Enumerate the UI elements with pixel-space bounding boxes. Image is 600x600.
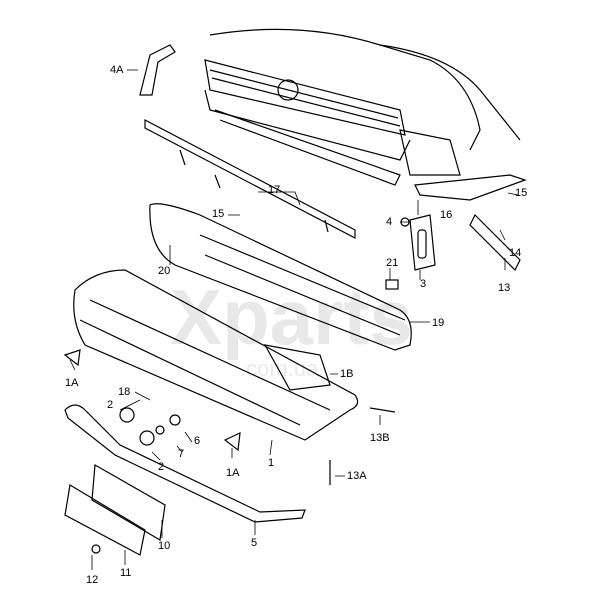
- label-4: 4: [386, 216, 393, 228]
- label-13a: 13A: [347, 470, 367, 482]
- label-1b: 1B: [340, 368, 354, 380]
- label-17: 17: [268, 184, 281, 196]
- part-1: [73, 269, 359, 441]
- label-19: 19: [432, 317, 445, 329]
- label-10: 10: [158, 540, 171, 552]
- car-front: [204, 28, 521, 186]
- label-3: 3: [420, 278, 427, 290]
- part-10: [91, 464, 166, 541]
- label-14: 14: [509, 247, 522, 259]
- label-6: 6: [194, 435, 201, 447]
- label-1a: 1A: [226, 467, 240, 479]
- watermark-sub: .com.ua: [240, 356, 319, 381]
- label-12: 12: [86, 574, 99, 586]
- label-20: 20: [158, 265, 171, 277]
- part-3: [409, 214, 436, 271]
- label-11: 11: [120, 567, 132, 579]
- label-16: 16: [440, 209, 453, 221]
- part-20-19: [149, 203, 412, 351]
- label-13: 13: [498, 282, 511, 294]
- label-15: 15: [212, 208, 225, 220]
- label-18: 18: [118, 386, 131, 398]
- part-13: [469, 213, 521, 272]
- label-5: 5: [251, 537, 258, 549]
- label-1a: 1A: [65, 377, 79, 389]
- part-4a: [139, 44, 176, 96]
- label-4a: 4A: [110, 64, 124, 76]
- label-1: 1: [268, 457, 275, 469]
- label-2: 2: [158, 461, 165, 473]
- part-16: [414, 174, 527, 201]
- part-17: [144, 119, 356, 239]
- label-2: 2: [107, 399, 114, 411]
- label-21: 21: [386, 257, 399, 269]
- label-7: 7: [178, 448, 185, 460]
- part-11: [64, 484, 146, 556]
- label-13b: 13B: [370, 432, 390, 444]
- part-1b: [263, 344, 331, 391]
- part-1a-left: [63, 349, 81, 367]
- label-15: 15: [515, 187, 528, 199]
- part-1a-right: [223, 432, 241, 452]
